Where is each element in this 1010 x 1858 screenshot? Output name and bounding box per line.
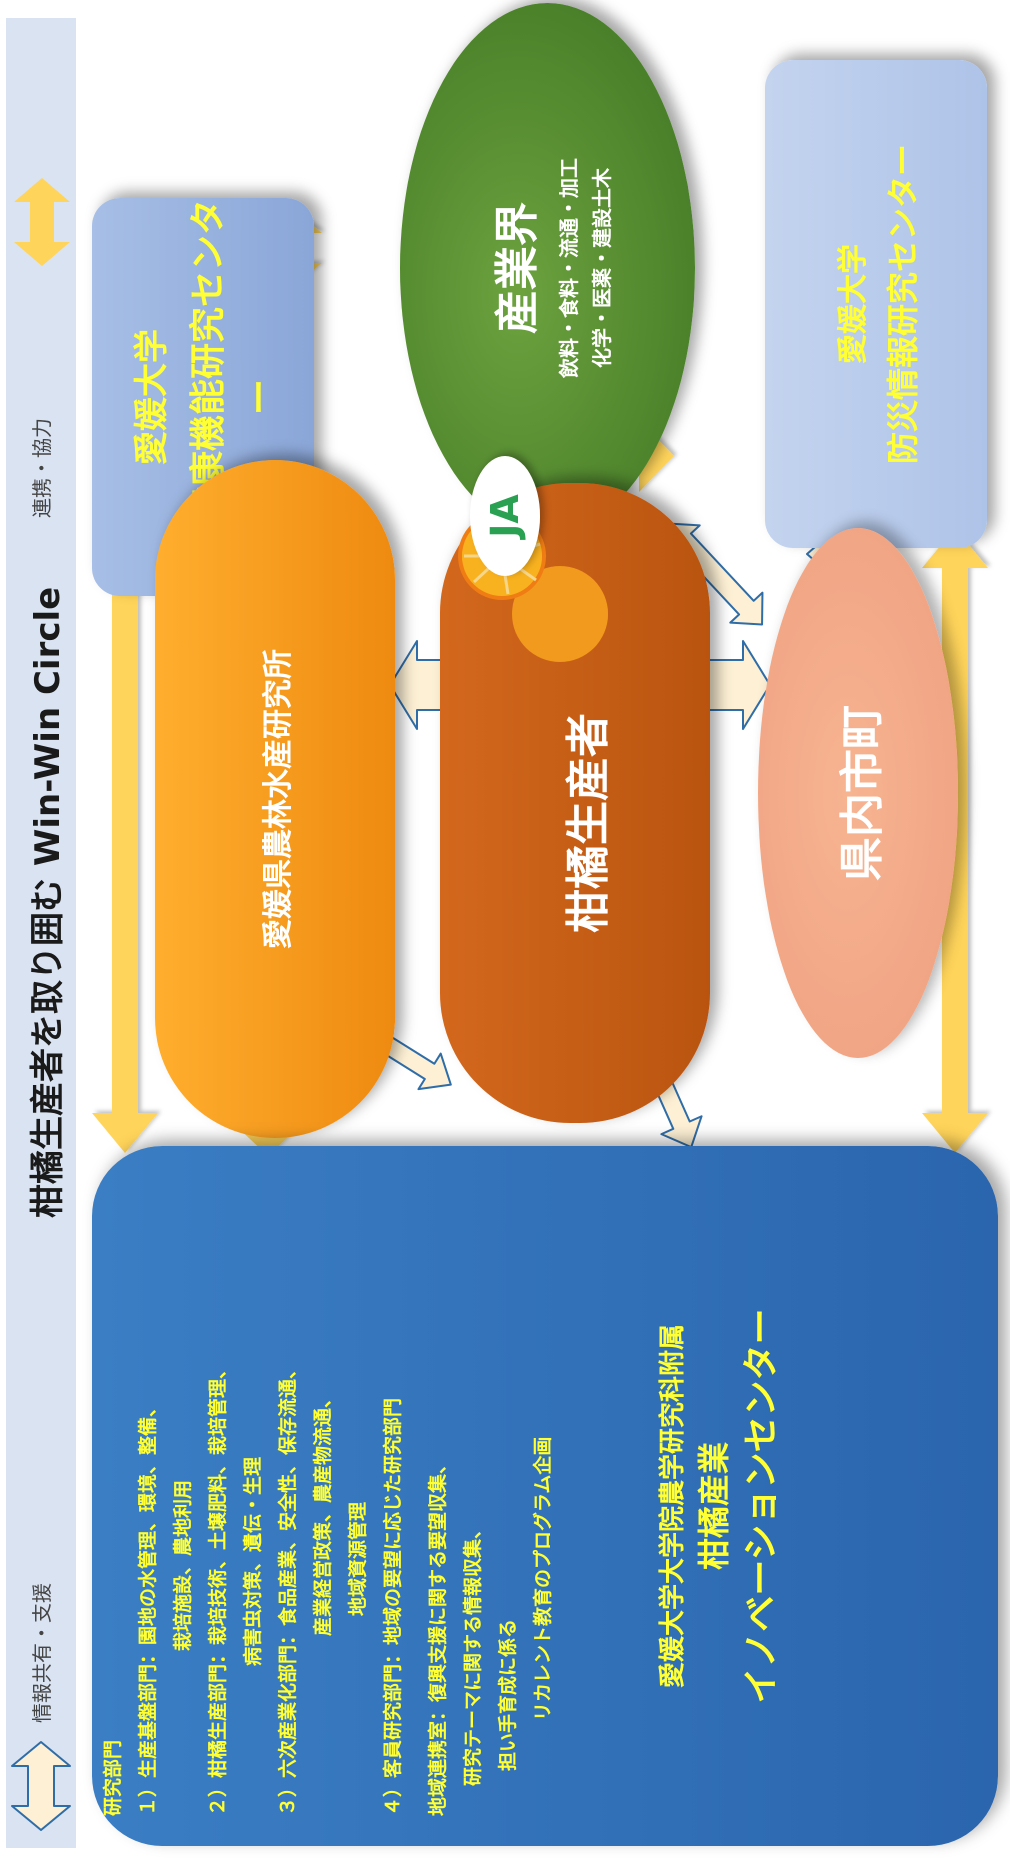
innovation-center-line2: 柑橘産業	[695, 1442, 733, 1571]
agri-institute-box: 愛媛県農林水産研究所	[155, 460, 395, 1138]
division-line: １）生産基盤部門：園地の水管理、環境、整備、	[137, 1397, 159, 1816]
disaster-center-line1: 愛媛大学	[836, 244, 871, 364]
innovation-center-line3: イノベーションセンター	[741, 1308, 782, 1704]
division-line: 産業経営政策、農産物流通、	[312, 1388, 334, 1636]
legend-arrow-cream	[8, 1740, 74, 1832]
division-line: 病害虫対策、遺伝・生理	[242, 1456, 264, 1666]
research-divisions-block: 研究部門 １）生産基盤部門：園地の水管理、環境、整備、 栽培施設、農地利用 ２）…	[97, 1156, 412, 1816]
industry-sub1: 飲料・食料・流通・加工	[556, 158, 581, 378]
division-line: ４）客員研究部門：地域の要望に応じた研究部門	[382, 1397, 404, 1816]
innovation-center-line1: 愛媛大学大学院農学研究科附属	[658, 1324, 688, 1689]
regional-office-line: リカレント教育のプログラム企画	[532, 1436, 554, 1721]
agri-institute-label: 愛媛県農林水産研究所	[261, 649, 296, 949]
innovation-center-box: 愛媛大学大学院農学研究科附属 柑橘産業 イノベーションセンター 地域連携室：復興…	[92, 1146, 998, 1846]
division-line: ２）柑橘生産部門：栽培技術、土壌肥料、栽培管理、	[207, 1359, 229, 1816]
legend-support-label: 情報共有・支援	[30, 1583, 54, 1723]
disaster-center-line2: 防災情報研究センター	[884, 144, 922, 465]
regional-office-line: 研究テーマに関する情報収集、	[462, 1519, 484, 1786]
ja-badge: JA	[470, 456, 540, 576]
arrow-main-food-left	[92, 458, 158, 1153]
regional-office-line: 担い手育成に係る	[497, 1618, 519, 1771]
food-health-center-line1: 愛媛大学	[131, 329, 172, 465]
division-line: 地域資源管理	[347, 1501, 369, 1616]
municipalities-ellipse: 県内市町	[758, 528, 958, 1058]
regional-office-block: 地域連携室：復興支援に関する要望収集、 研究テーマに関する情報収集、 担い手育成…	[422, 1166, 592, 1816]
industry-sub2: 化学・医薬・建設土木	[589, 168, 614, 368]
ja-label: JA	[483, 494, 527, 538]
legend-cooperation-label: 連携・協力	[30, 418, 54, 518]
industry-ellipse: 産業界 飲料・食料・流通・加工 化学・医薬・建設土木	[400, 3, 695, 533]
regional-office-line: 地域連携室：復興支援に関する要望収集、	[427, 1454, 449, 1816]
research-divisions-title: 研究部門	[102, 1739, 124, 1816]
division-line: 栽培施設、農地利用	[172, 1479, 194, 1651]
disaster-center-box: 愛媛大学 防災情報研究センター	[765, 60, 987, 548]
legend-arrow-gold	[10, 176, 74, 268]
citrus-producers-box: 柑橘生産者	[440, 483, 710, 1123]
page-title: 柑橘生産者を取り囲む Win-Win Circle	[28, 586, 68, 1218]
municipalities-label: 県内市町	[837, 705, 888, 881]
citrus-producers-label: 柑橘生産者	[563, 713, 614, 933]
industry-title: 産業界	[491, 202, 543, 334]
division-line: ３）六次産業化部門：食品産業、安全性、保存流通、	[277, 1359, 299, 1816]
